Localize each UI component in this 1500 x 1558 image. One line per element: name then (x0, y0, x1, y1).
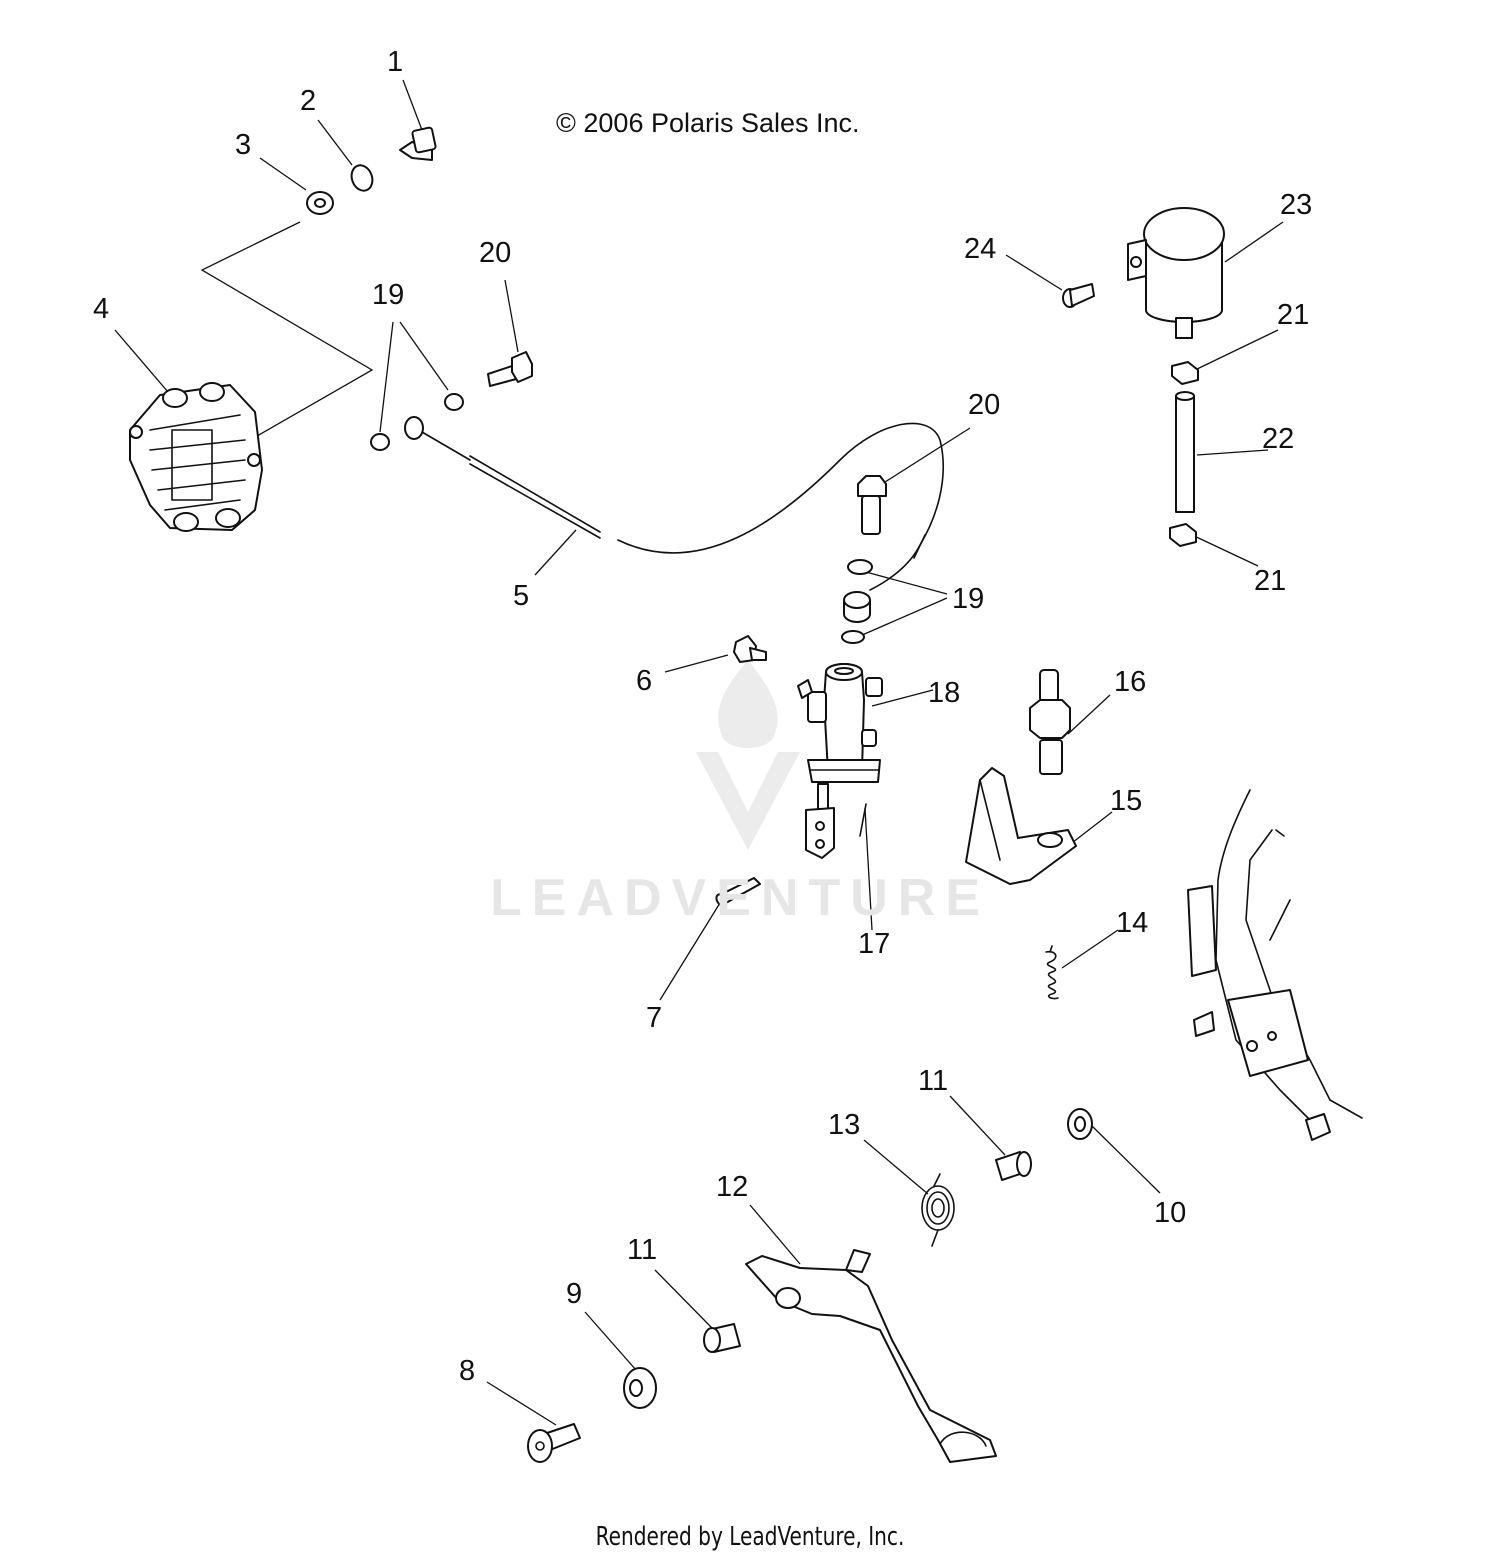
callout-21-lower: 21 (1254, 565, 1286, 597)
callout-1: 1 (387, 46, 403, 78)
part-4-caliper (129, 382, 263, 532)
callout-15: 15 (1110, 785, 1142, 817)
part-23-reservoir (1127, 207, 1225, 339)
part-19-washers-upper (370, 393, 464, 451)
part-11-bushing-upper (995, 1151, 1032, 1181)
part-15-bracket (965, 767, 1077, 885)
callout-22: 22 (1262, 423, 1294, 455)
part-20-bolt-upper (487, 351, 533, 387)
copyright-notice: © 2006 Polaris Sales Inc. (556, 108, 860, 138)
part-11-bushing-lower (703, 1323, 741, 1353)
part-12-brake-pedal (745, 1249, 997, 1463)
callout-6: 6 (636, 665, 652, 697)
part-2-washer (350, 164, 374, 192)
part-10-washer (1067, 1108, 1093, 1140)
part-7-clevis-pin (715, 877, 761, 907)
callout-9: 9 (566, 1278, 582, 1310)
watermark-logo (696, 660, 800, 850)
part-24-screw (1062, 283, 1095, 308)
footer-credit: Rendered by LeadVenture, Inc. (595, 1522, 905, 1552)
callout-3: 3 (235, 129, 251, 161)
callout-24: 24 (964, 233, 996, 265)
part-21-clamp-upper (1171, 361, 1199, 385)
callout-13: 13 (828, 1109, 860, 1141)
callout-14: 14 (1116, 907, 1148, 939)
callout-18: 18 (928, 677, 960, 709)
callout-labels: 1 2 3 4 19 20 5 20 19 6 18 16 15 17 14 7… (93, 46, 1312, 1387)
part-9-washer (623, 1367, 657, 1409)
callout-17: 17 (858, 928, 890, 960)
part-18-master-cylinder (797, 663, 883, 859)
callout-12: 12 (716, 1171, 748, 1203)
part-21-clamp-lower (1169, 523, 1197, 547)
callout-4: 4 (93, 293, 109, 325)
callout-16: 16 (1114, 666, 1146, 698)
callout-19-upper: 19 (372, 279, 404, 311)
callout-7: 7 (646, 1002, 662, 1034)
callout-11-upper: 11 (918, 1065, 948, 1097)
callout-20-upper: 20 (479, 237, 511, 269)
callout-11-lower: 11 (627, 1234, 657, 1266)
watermark-text: LEADVENTURE (490, 869, 991, 927)
callout-2: 2 (300, 85, 316, 117)
part-13-return-spring (921, 1173, 955, 1247)
callout-20-lower: 20 (968, 389, 1000, 421)
callout-10: 10 (1154, 1197, 1186, 1229)
part-14-spring (1045, 945, 1059, 1000)
frame-section (1187, 789, 1363, 1141)
callout-5: 5 (513, 580, 529, 612)
part-20-bolt-lower (857, 475, 887, 535)
part-22-hose (1175, 391, 1195, 513)
callout-19-lower: 19 (952, 583, 984, 615)
part-19-lower (841, 559, 873, 644)
leader-lines (114, 79, 1284, 1426)
callout-21-upper: 21 (1277, 299, 1309, 331)
part-1-bolt (399, 126, 437, 161)
part-6-bolt (733, 635, 767, 663)
part-8-bolt (527, 1423, 581, 1463)
callout-23: 23 (1280, 189, 1312, 221)
part-5-brake-line (404, 416, 944, 591)
part-17-cotter-pin (859, 803, 867, 837)
part-16-brake-switch (1029, 669, 1071, 775)
callout-8: 8 (459, 1355, 475, 1387)
part-3-washer (306, 191, 334, 215)
